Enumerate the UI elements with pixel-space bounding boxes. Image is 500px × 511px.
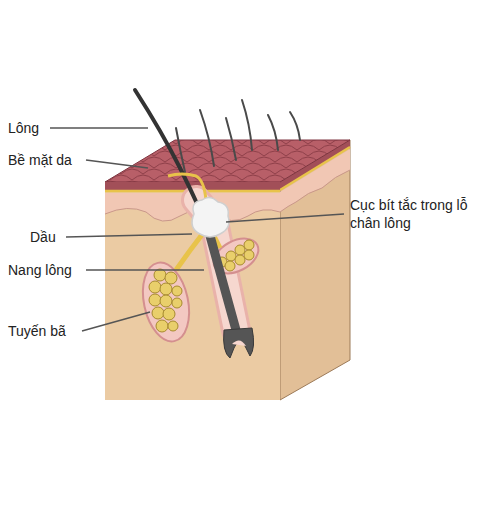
hair xyxy=(135,90,200,210)
hair-label: Lông xyxy=(8,119,39,137)
follicle-label: Nang lông xyxy=(8,261,72,279)
leader-lines xyxy=(50,128,344,331)
skin-side-face xyxy=(280,140,350,400)
pore-plug xyxy=(192,197,229,237)
oil-trail xyxy=(168,174,206,200)
plug-label: Cục bít tắc trong lỗ chân lông xyxy=(350,196,495,232)
surface-hairs xyxy=(176,100,300,172)
skin-cross-section xyxy=(105,182,280,400)
skin-surface xyxy=(105,140,350,182)
oil-label: Dầu xyxy=(30,228,56,246)
gland-label: Tuyến bã xyxy=(8,322,66,340)
surface-label: Bề mặt da xyxy=(8,151,72,169)
